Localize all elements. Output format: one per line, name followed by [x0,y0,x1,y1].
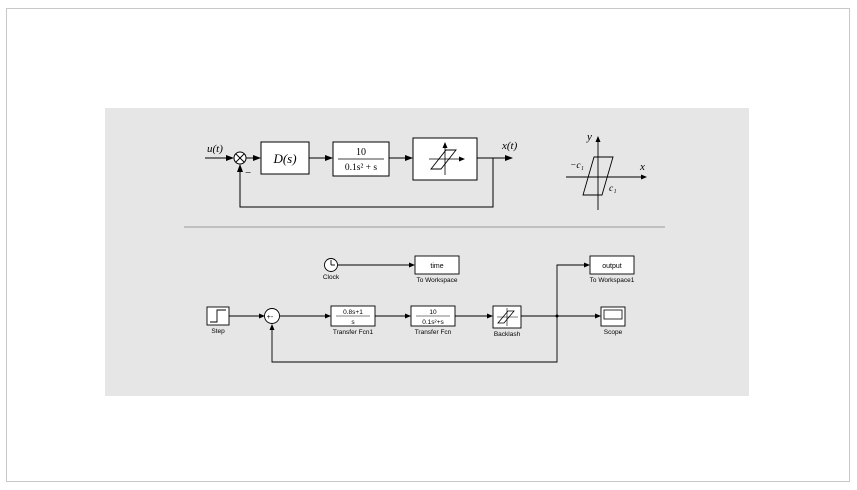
char-curve [582,156,614,196]
backlash-curve [430,149,457,170]
plant-denominator: 0.1s² + s [345,163,378,173]
step-icon [210,309,226,323]
to-workspace1-block[interactable]: output To Workspace1 [589,255,635,284]
step-label: Step [211,328,225,335]
feedback-line [237,158,494,208]
tf-numerator: 10 [429,309,437,316]
backlash-label: Backlash [494,331,521,338]
char-neg-c1-label: −c₁ [570,161,584,171]
plant-numerator: 10 [356,147,366,158]
scope-block[interactable]: Scope [600,306,626,336]
sum-signs: +- [267,314,274,321]
input-label: u(t) [207,143,223,155]
scope-label: Scope [604,329,623,336]
tf-denominator: 0.1s²+s [422,319,444,326]
backlash-block [412,137,478,181]
controller-label: D(s) [272,151,296,166]
clock-label: Clock [323,274,340,281]
tf1-numerator: 0.8s+1 [343,309,363,316]
transfer-fcn1-block[interactable]: 0.8s+1 s Transfer Fcn1 [330,305,376,336]
simulink-model: Clock time To Workspace Step +- 0.8s+1 s [206,255,635,363]
char-x-label: x [639,161,645,173]
transfer-fcn-block[interactable]: 10 0.1s²+s Transfer Fcn [410,305,456,336]
plant-block: 10 0.1s² + s [332,141,390,177]
output-label: x(t) [501,140,518,152]
backlash-sim-block[interactable]: Backlash [492,305,522,338]
sim-feedback-line [269,316,558,363]
top-block-diagram: u(t) − D(s) 10 0.1s² + s x(t) [205,137,518,208]
tf1-label: Transfer Fcn1 [333,329,374,336]
sum-block[interactable]: +- [264,308,280,324]
summing-junction [233,151,247,165]
backlash-icon [497,310,515,324]
branch-to-output-line [556,262,590,316]
tf-label: Transfer Fcn [415,329,452,336]
step-block[interactable]: Step [206,306,230,335]
to-workspace-text: time [430,263,443,270]
char-y-label: y [586,131,592,143]
to-workspace1-label: To Workspace1 [590,277,635,284]
to-workspace1-text: output [602,263,622,270]
controller-block: D(s) [260,141,310,175]
char-c1-label: c₁ [609,184,617,194]
minus-sign: − [245,167,251,179]
to-workspace-block[interactable]: time To Workspace [414,255,460,284]
to-workspace-label: To Workspace [416,277,457,284]
clock-block[interactable]: Clock [323,258,340,282]
backlash-characteristic: y x −c₁ c₁ [566,131,647,210]
tf1-denominator: s [351,319,355,326]
scope-icon [603,309,623,320]
